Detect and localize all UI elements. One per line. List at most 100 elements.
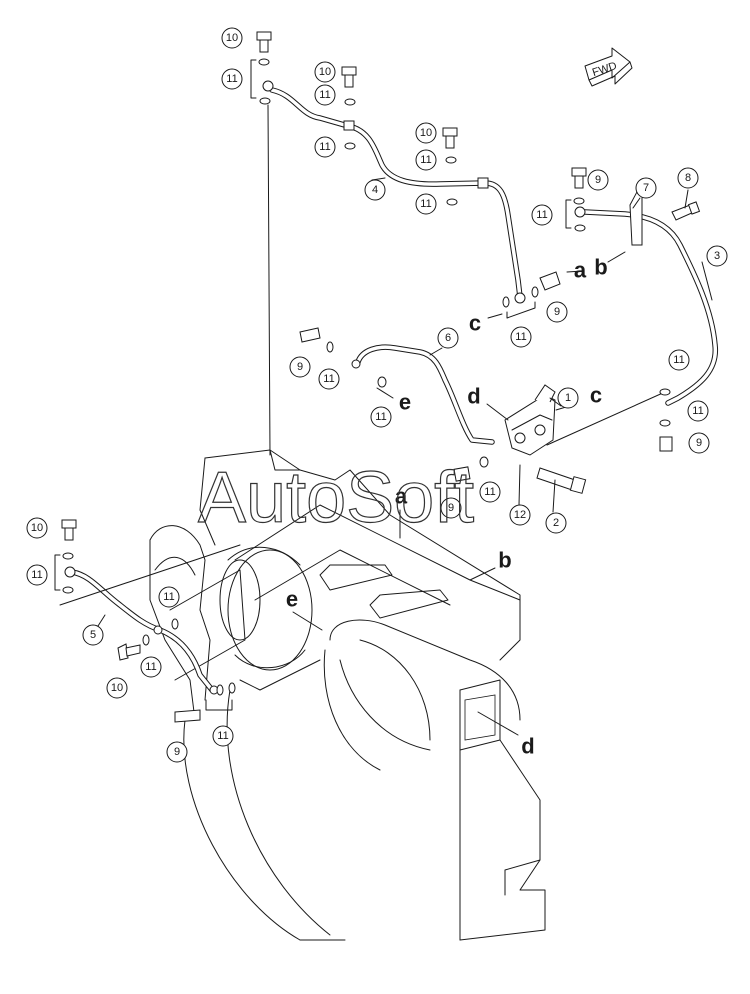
callout-11: 11 (212, 725, 234, 747)
callout-9: 9 (166, 741, 188, 763)
bolt-icon (341, 66, 357, 88)
svg-text:11: 11 (375, 411, 386, 423)
callout-7: 7 (635, 177, 657, 199)
callout-11: 11 (531, 204, 553, 226)
ref-letter-c: c (469, 311, 481, 336)
svg-text:10: 10 (319, 66, 331, 78)
svg-text:1: 1 (565, 392, 571, 404)
callout-10: 10 (314, 61, 336, 83)
callout-9: 9 (289, 356, 311, 378)
group-brackets (54, 59, 572, 711)
ref-letter-a: a (395, 484, 408, 509)
callout-11: 11 (415, 149, 437, 171)
ref-letter-b: b (498, 548, 511, 573)
svg-text:9: 9 (696, 437, 702, 449)
svg-text:11: 11 (319, 89, 330, 101)
bolt-icon (117, 643, 141, 661)
bolt-icon (256, 31, 272, 53)
svg-text:12: 12 (514, 509, 526, 521)
svg-text:11: 11 (145, 661, 156, 673)
bolt-icon (659, 436, 673, 452)
svg-text:5: 5 (90, 629, 96, 641)
svg-text:11: 11 (536, 209, 547, 221)
callout-3: 3 (706, 245, 728, 267)
svg-text:10: 10 (226, 32, 238, 44)
svg-text:11: 11 (319, 141, 330, 153)
svg-text:11: 11 (31, 569, 42, 581)
callout-11: 11 (318, 368, 340, 390)
callout-11: 11 (140, 656, 162, 678)
callout-11: 11 (314, 84, 336, 106)
bolt-icon (571, 167, 587, 189)
svg-text:10: 10 (111, 682, 123, 694)
svg-text:10: 10 (420, 127, 432, 139)
callout-11: 11 (479, 481, 501, 503)
callout-9: 9 (440, 497, 462, 519)
svg-text:11: 11 (673, 354, 684, 366)
svg-text:3: 3 (714, 250, 720, 262)
svg-text:11: 11 (163, 591, 174, 603)
callout-12: 12 (509, 504, 531, 526)
svg-text:11: 11 (515, 331, 526, 343)
callout-4: 4 (364, 179, 386, 201)
bolt-icon (453, 466, 471, 482)
valve-assembly (504, 384, 666, 494)
leader-line (267, 104, 271, 456)
tube-4 (262, 80, 526, 304)
callout-2: 2 (545, 512, 567, 534)
engine-housing (149, 449, 546, 941)
callout-9: 9 (587, 169, 609, 191)
callout-9: 9 (546, 301, 568, 323)
svg-text:9: 9 (297, 361, 303, 373)
svg-text:9: 9 (174, 746, 180, 758)
callout-10: 10 (106, 677, 128, 699)
svg-text:7: 7 (643, 182, 649, 194)
callout-11: 11 (314, 136, 336, 158)
svg-text:11: 11 (484, 486, 495, 498)
watermark: AutoSoft (198, 458, 474, 538)
tube-6 (351, 344, 495, 445)
callout-8: 8 (677, 167, 699, 189)
callout-11: 11 (26, 564, 48, 586)
tube-5 (59, 544, 241, 695)
ref-letter-e: e (399, 390, 411, 415)
svg-text:4: 4 (372, 184, 378, 196)
ref-letter-a: a (574, 258, 587, 283)
bolt-icon (539, 271, 561, 291)
washer-icons (62, 58, 671, 696)
callout-11: 11 (668, 349, 690, 371)
callout-6: 6 (437, 327, 459, 349)
bolt-icon (174, 709, 201, 723)
svg-text:10: 10 (31, 522, 43, 534)
callout-11: 11 (370, 406, 392, 428)
callout-10: 10 (26, 517, 48, 539)
callout-11: 11 (158, 586, 180, 608)
svg-text:11: 11 (217, 730, 228, 742)
callout-11: 11 (510, 326, 532, 348)
ref-letter-d: d (467, 384, 480, 409)
callout-11: 11 (415, 193, 437, 215)
bolt-icon (299, 327, 321, 343)
svg-text:6: 6 (445, 332, 451, 344)
svg-text:11: 11 (420, 198, 431, 210)
fwd-arrow-icon: FWD (584, 47, 633, 87)
ref-letter-c: c (590, 383, 602, 408)
svg-text:11: 11 (226, 73, 237, 85)
svg-text:2: 2 (553, 517, 559, 529)
svg-text:9: 9 (595, 174, 601, 186)
callout-10: 10 (221, 27, 243, 49)
callout-10: 10 (415, 122, 437, 144)
callout-11: 11 (221, 68, 243, 90)
tube-3 (574, 189, 718, 406)
callout-5: 5 (82, 624, 104, 646)
ref-letter-e: e (286, 587, 298, 612)
callout-11: 11 (687, 400, 709, 422)
callout-1: 1 (557, 387, 579, 409)
bolt-icon (442, 127, 458, 149)
ref-letter-d: d (521, 734, 534, 759)
ref-letter-b: b (594, 255, 607, 280)
callout-9: 9 (688, 432, 710, 454)
svg-text:9: 9 (554, 306, 560, 318)
bolt-icon (61, 519, 77, 541)
